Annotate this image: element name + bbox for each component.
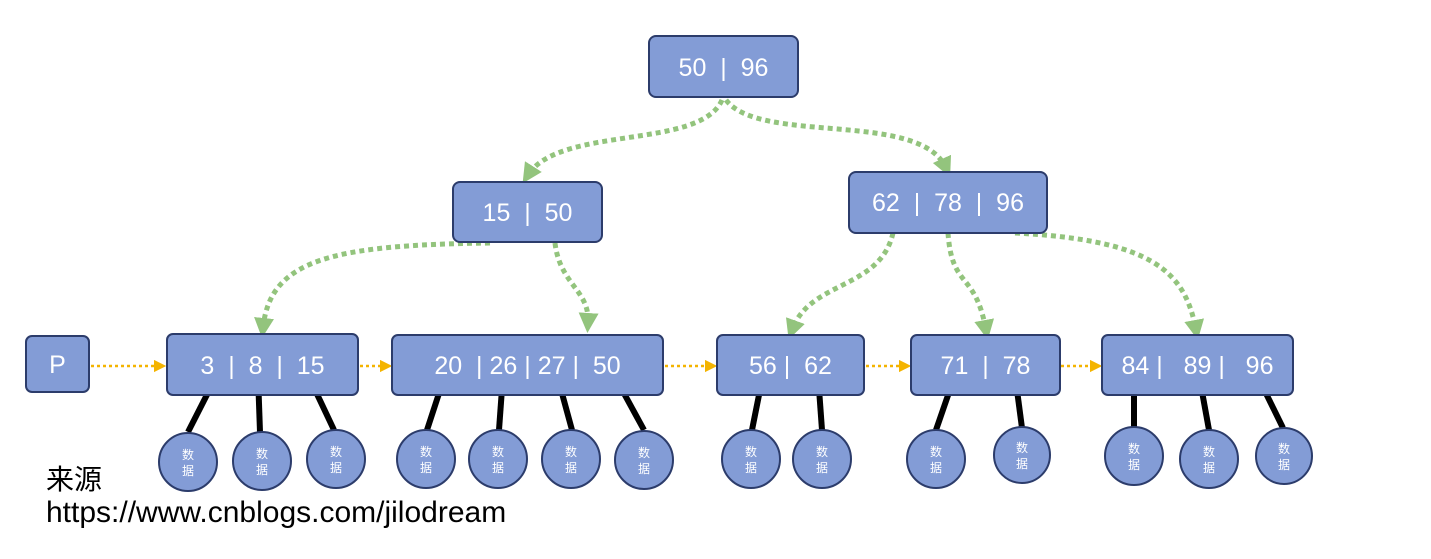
data-record-label: 数据 [638,445,650,476]
data-record-7: 数据 [614,430,674,490]
data-record-label: 数据 [182,447,194,478]
leaf-node-1-label: 3 | 8 | 15 [200,352,324,380]
internal-node-right: 62 | 78 | 96 [848,171,1048,234]
data-record-label: 数据 [1016,440,1028,471]
data-record-3: 数据 [306,429,366,489]
data-record-circle [468,429,528,489]
edge-left-to-leaf1 [254,240,491,338]
source-url[interactable]: https://www.cnblogs.com/jilodream [46,496,507,529]
leaf-node-4: 71 | 78 [910,334,1061,396]
data-record-label: 数据 [1278,441,1290,472]
data-record-circle [993,426,1051,484]
data-record-13: 数据 [1179,429,1239,489]
data-record-11: 数据 [993,426,1051,484]
data-record-circle [306,429,366,489]
data-record-label: 数据 [930,444,942,475]
leaf-node-5-label: 84 | 89 | 96 [1122,352,1274,380]
data-record-label: 数据 [816,444,828,475]
data-record-circle [232,431,292,491]
data-record-8: 数据 [721,429,781,489]
data-record-12: 数据 [1104,426,1164,486]
edge-right-to-leaf3 [785,232,896,340]
data-record-circle [906,429,966,489]
data-circles: 数据 数据 数据 数据 数据 数据 数据 数据 数据 数据 数据 数据 数据 数据 [158,426,1313,492]
data-record-circle [158,432,218,492]
data-record-label: 数据 [1203,444,1215,475]
pointer-label: P [49,351,66,379]
edge-left-to-leaf2 [552,242,599,333]
data-record-14: 数据 [1255,427,1313,485]
data-record-label: 数据 [745,444,757,475]
data-record-circle [1179,429,1239,489]
edge-root-to-right [724,98,952,178]
source-title: 来源 [46,463,103,496]
data-record-circle [1255,427,1313,485]
data-record-circle [1104,426,1164,486]
leaf-node-5: 84 | 89 | 96 [1101,334,1294,396]
data-record-2: 数据 [232,431,292,491]
data-record-circle [541,429,601,489]
leaf-node-2-label: 20 | 26 | 27 | 50 [434,352,620,380]
pointer-node: P [25,335,90,393]
data-record-label: 数据 [330,444,342,475]
edge-root-to-left [522,98,725,184]
data-record-circle [721,429,781,489]
data-record-label: 数据 [256,446,268,477]
leaf-node-1: 3 | 8 | 15 [166,333,359,396]
data-record-circle [614,430,674,490]
data-record-4: 数据 [396,429,456,489]
data-record-label: 数据 [565,444,577,475]
edge-right-to-leaf5 [1014,230,1205,340]
data-record-10: 数据 [906,429,966,489]
leaf-node-3-label: 56 | 62 [749,352,832,380]
data-record-9: 数据 [792,429,852,489]
data-record-label: 数据 [420,444,432,475]
data-record-1: 数据 [158,432,218,492]
internal-node-left-label: 15 | 50 [483,199,573,227]
data-record-5: 数据 [468,429,528,489]
leaf-node-3: 56 | 62 [716,334,865,396]
data-record-label: 数据 [1128,441,1140,472]
internal-node-right-label: 62 | 78 | 96 [872,189,1024,217]
data-record-label: 数据 [492,444,504,475]
root-node: 50 | 96 [648,35,799,98]
edge-right-to-leaf4 [945,232,995,340]
leaf-node-2: 20 | 26 | 27 | 50 [391,334,664,396]
root-node-label: 50 | 96 [679,54,769,82]
leaf-node-4-label: 71 | 78 [941,352,1031,380]
tree-edges [254,98,1205,340]
internal-node-left: 15 | 50 [452,181,603,243]
data-record-6: 数据 [541,429,601,489]
data-record-circle [792,429,852,489]
data-record-circle [396,429,456,489]
